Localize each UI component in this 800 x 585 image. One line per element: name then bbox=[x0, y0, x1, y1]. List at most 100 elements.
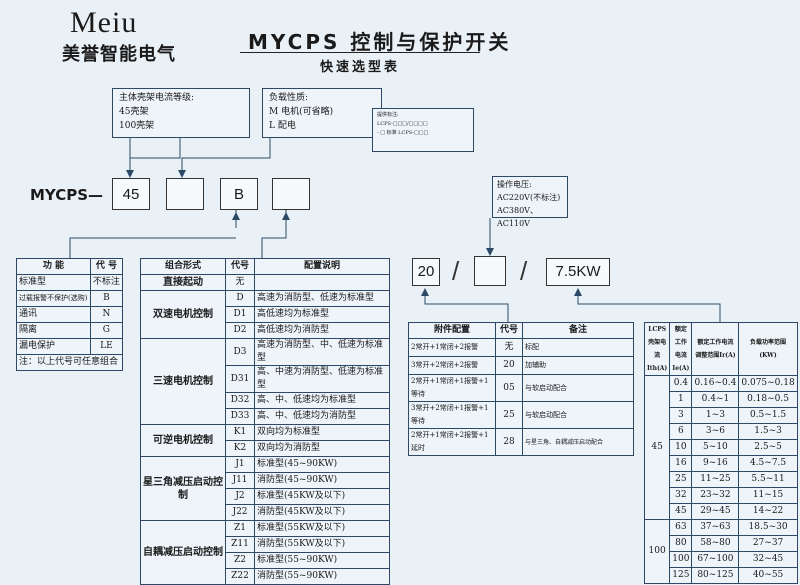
power-header-rated: 额定工作电流Ie(A) bbox=[669, 322, 693, 376]
combo-group-name: 三速电机控制 bbox=[140, 338, 226, 425]
slash-separator-2: / bbox=[520, 256, 528, 286]
model-prefix: MYCPS— bbox=[30, 186, 104, 204]
power-range-table: LCPS壳架电流Ith(A) 额定工作电流Ie(A) 额定工作电流调整范围Ir(… bbox=[643, 322, 798, 584]
combo-header-code: 代号 bbox=[225, 258, 255, 275]
power-range: 29~45 bbox=[691, 503, 740, 520]
func-header-code: 代 号 bbox=[89, 258, 124, 275]
aux-note: 加辅助 bbox=[522, 356, 634, 375]
power-range: 5~10 bbox=[691, 439, 740, 456]
combo-desc: 高、中速为消防型、低速为标准型 bbox=[254, 365, 390, 393]
voltage-box-title: 操作电压: bbox=[497, 180, 532, 189]
model-slot-load bbox=[166, 178, 204, 210]
aux-note: 与软启动配合 bbox=[522, 401, 634, 429]
combo-desc: 双向均为标准型 bbox=[254, 424, 390, 441]
combo-desc: 消防型(55~90KW) bbox=[254, 568, 390, 585]
power-rated: 80 bbox=[669, 535, 693, 552]
power-kw: 40~55 bbox=[738, 567, 798, 584]
func-code: N bbox=[89, 306, 124, 323]
power-kw: 0.075~0.18 bbox=[738, 375, 798, 392]
power-kw: 18.5~30 bbox=[738, 519, 798, 536]
load-box-option-m: M 电机(可省略) bbox=[269, 107, 334, 117]
power-range: 0.16~0.4 bbox=[691, 375, 740, 392]
frame-box-option-100: 100壳架 bbox=[119, 121, 155, 131]
power-header-kw: 负载功率范围(KW) bbox=[738, 322, 798, 376]
load-box-title: 负载性质: bbox=[269, 93, 309, 103]
power-range: 11~25 bbox=[691, 471, 740, 488]
voltage-box: 操作电压: AC220V(不标注) AC380V、AC110V bbox=[492, 176, 568, 228]
aux-code: 20 bbox=[495, 356, 523, 375]
combo-desc: 高、中、低速均为消防型 bbox=[254, 408, 390, 425]
power-frame-45: 45 bbox=[643, 375, 671, 520]
table-row: 100 63 37~63 18.5~30 bbox=[643, 519, 798, 584]
combo-code: D31 bbox=[225, 365, 255, 393]
power-range: 67~100 bbox=[691, 551, 740, 568]
combo-code: Z22 bbox=[225, 568, 255, 585]
aux-config: 2常开+1常闭+1报警+1等待 bbox=[408, 374, 496, 402]
combo-desc: 高、中、低速均为标准型 bbox=[254, 392, 390, 409]
power-range: 1~3 bbox=[691, 407, 740, 424]
combo-desc: 标准型(45~90KW) bbox=[254, 456, 390, 473]
aux-config: 3常开+2常闭+2报警 bbox=[408, 356, 496, 375]
func-header-function: 功 能 bbox=[16, 258, 91, 275]
power-range: 23~32 bbox=[691, 487, 740, 504]
voltage-option-220: AC220V(不标注) bbox=[497, 193, 561, 202]
power-rated: 10 bbox=[669, 439, 693, 456]
aux-note: 与软启动配合 bbox=[522, 374, 634, 402]
func-table-note: 注：以上代号可任意组合 bbox=[16, 354, 123, 371]
page-title: MYCPS 控制与保护开关 bbox=[248, 30, 512, 54]
combo-code: D1 bbox=[225, 306, 255, 323]
table-row: 三速电机控制 D3 高速为消防型、中、低速为标准型 bbox=[140, 338, 390, 425]
power-range: 80~125 bbox=[691, 567, 740, 584]
title-underline bbox=[240, 52, 480, 53]
power-header-range: 额定工作电流调整范围Ir(A) bbox=[691, 322, 740, 376]
power-frame-100: 100 bbox=[643, 519, 671, 584]
combo-code: Z1 bbox=[225, 520, 255, 537]
marking-box-line2: - □ 标准 LCPS-□□□ bbox=[377, 130, 429, 136]
power-range: 58~80 bbox=[691, 535, 740, 552]
table-row: 45 0.4 0.16~0.4 0.075~0.18 bbox=[643, 375, 798, 520]
table-row: 双速电机控制 D 高速为消防型、低速为标准型 bbox=[140, 290, 390, 339]
slash-separator-1: / bbox=[452, 256, 460, 286]
aux-note: 与星三角、自耦减压启动配合 bbox=[522, 428, 634, 456]
combo-code: Z11 bbox=[225, 536, 255, 553]
func-name: 标准型 bbox=[16, 274, 91, 291]
power-rated: 45 bbox=[669, 503, 693, 520]
func-code: G bbox=[89, 322, 124, 339]
table-row: 标准型不标注 bbox=[16, 274, 124, 291]
aux-config: 3常开+2常闭+1报警+1等待 bbox=[408, 401, 496, 429]
power-rated: 6 bbox=[669, 423, 693, 440]
combination-table: 组合形式 代号 配置说明 直接起动 无 双速电机控制 D 高速为消防型、低速为标… bbox=[140, 258, 390, 585]
func-name: 过载报警不保护(选购) bbox=[16, 290, 91, 307]
power-kw: 32~45 bbox=[738, 551, 798, 568]
power-range: 3~6 bbox=[691, 423, 740, 440]
combo-code: J22 bbox=[225, 504, 255, 521]
combo-desc: 标准型(55KW及以下) bbox=[254, 520, 390, 537]
power-rated: 1 bbox=[669, 391, 693, 408]
combo-desc: 双向均为消防型 bbox=[254, 440, 390, 457]
func-name: 通讯 bbox=[16, 306, 91, 323]
combo-group-name: 星三角减压启动控制 bbox=[140, 456, 226, 521]
aux-config: 2常开+1常闭+2报警+1延时 bbox=[408, 428, 496, 456]
power-kw: 0.5~1.5 bbox=[738, 407, 798, 424]
combo-code: D bbox=[225, 290, 255, 307]
model-slot-function: B bbox=[220, 178, 258, 210]
func-code: B bbox=[89, 290, 124, 307]
logo-text: Meiu bbox=[70, 6, 138, 39]
table-row: 可逆电机控制 K1 双向均为标准型 bbox=[140, 424, 390, 457]
model-slot-combo bbox=[272, 178, 310, 210]
marking-box-line1: LCPS-□□□/□□□□ bbox=[377, 121, 428, 127]
combo-header-desc: 配置说明 bbox=[254, 258, 390, 275]
aux-header-note: 备注 bbox=[522, 322, 634, 339]
power-rated: 0.4 bbox=[669, 375, 693, 392]
func-code: 不标注 bbox=[89, 274, 124, 291]
aux-header-config: 附件配置 bbox=[408, 322, 496, 339]
combo-code: D2 bbox=[225, 322, 255, 339]
